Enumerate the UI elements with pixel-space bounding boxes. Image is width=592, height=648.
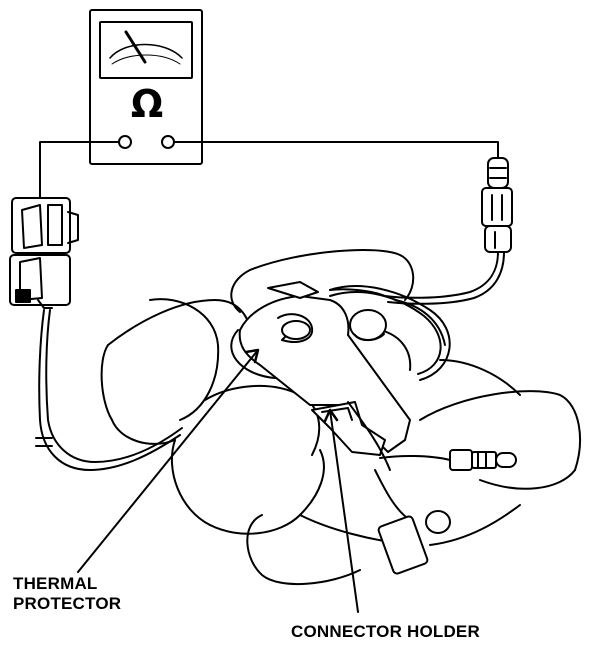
thermal-protector-label-line2: PROTECTOR	[13, 594, 122, 613]
thermal-protector-label: THERMAL PROTECTOR	[13, 574, 121, 614]
connector-holder-label: CONNECTOR HOLDER	[291, 622, 480, 641]
ohmmeter	[89, 9, 203, 165]
leader-connector-holder	[329, 409, 359, 613]
ohm-symbol: Ω	[130, 82, 164, 126]
bullet-connector	[481, 157, 513, 253]
wire-harness	[230, 285, 451, 471]
leader-connector-arrow	[323, 408, 339, 423]
leader-thermal-protector	[77, 349, 259, 573]
thermal-protector	[238, 281, 411, 453]
wire-clip	[35, 437, 53, 447]
sensor-plug	[374, 449, 517, 575]
leader-lines	[77, 348, 359, 613]
thermal-protector-label-line1: THERMAL	[13, 574, 98, 593]
lead-wire-left-2	[45, 309, 183, 463]
test-lead-right-lower-2	[387, 251, 505, 305]
test-lead-right-lower	[384, 251, 499, 299]
leader-thermal-arrow	[244, 348, 260, 364]
harness-connector	[9, 197, 79, 309]
test-lead-right	[173, 141, 499, 159]
meter-needle	[124, 30, 147, 64]
lead-wire-left	[38, 309, 181, 471]
test-lead-left	[39, 141, 120, 199]
